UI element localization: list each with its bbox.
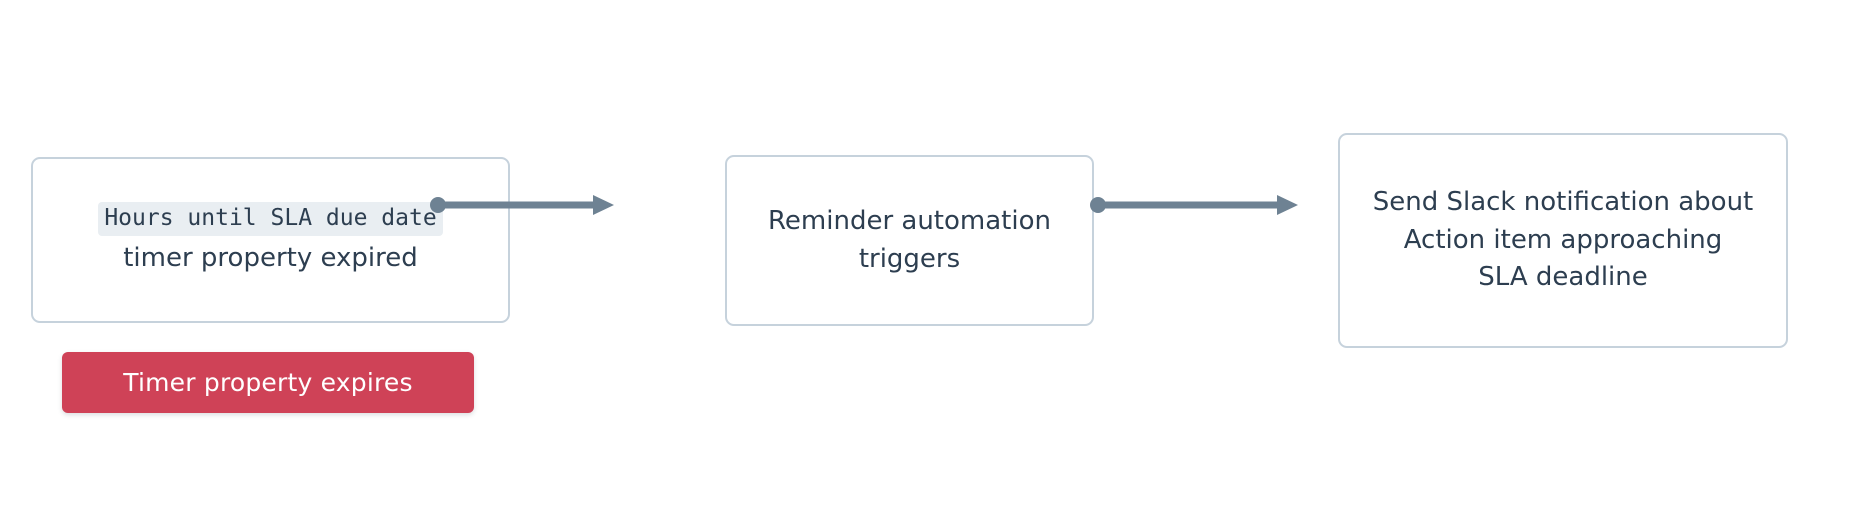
automation-line-2: triggers: [858, 243, 961, 274]
trigger-subtitle: timer property expired: [123, 243, 418, 274]
action-line-1: Send Slack notification about: [1372, 186, 1754, 217]
node-automation[interactable]: Reminder automation triggers: [725, 155, 1094, 326]
automation-line-1: Reminder automation: [768, 205, 1051, 236]
trigger-code-chip: Hours until SLA due date: [98, 202, 443, 237]
node-trigger[interactable]: Hours until SLA due date timer property …: [31, 157, 510, 323]
action-line-2: Action item approaching: [1403, 224, 1723, 255]
action-line-3: SLA deadline: [1478, 262, 1648, 293]
connector-automation-to-action: [1090, 190, 1305, 220]
arrow-connector-icon: [1090, 195, 1298, 215]
node-action[interactable]: Send Slack notification about Action ite…: [1338, 133, 1788, 348]
badge-timer-property-expires[interactable]: Timer property expires: [62, 352, 474, 413]
